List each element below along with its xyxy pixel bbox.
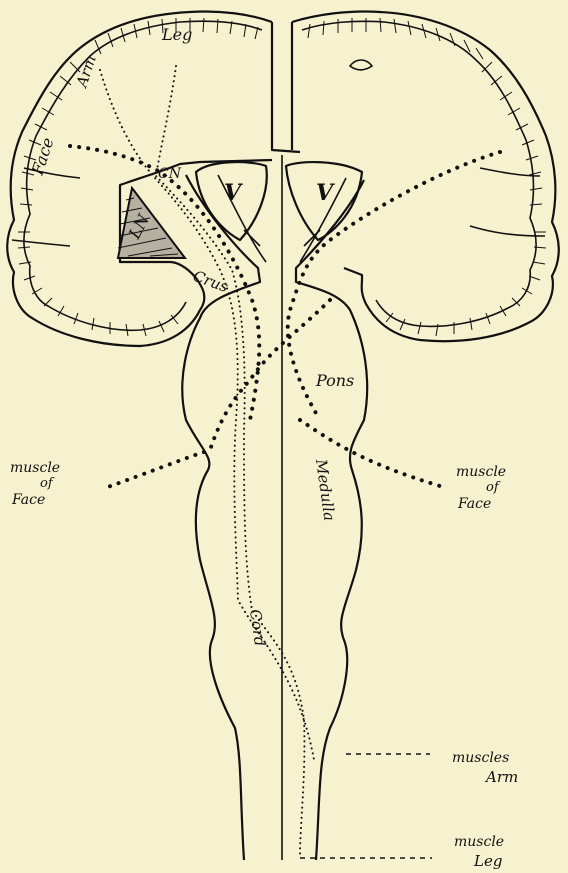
label-crus: Crus xyxy=(191,267,231,296)
label-muscle-face-right-3: Face xyxy=(457,496,491,512)
label-muscle-face-right-2: of xyxy=(486,480,501,495)
label-muscle-face-left-1: muscle xyxy=(10,460,60,476)
label-ventricle-right: V xyxy=(316,180,335,206)
right-cortex-inner xyxy=(302,21,536,326)
left-hemisphere xyxy=(7,11,300,346)
label-leg-top: Leg xyxy=(161,25,192,44)
label-pons: Pons xyxy=(315,371,354,390)
label-muscles-arm-1: muscles xyxy=(452,750,509,766)
label-cord: Cord xyxy=(246,608,269,647)
face-muscle-left-line xyxy=(105,452,204,488)
label-cn: CN xyxy=(158,166,182,182)
label-muscle-leg-2: Leg xyxy=(473,852,502,870)
left-fissure xyxy=(12,168,80,246)
label-muscle-face-left-3: Face xyxy=(11,492,45,508)
label-muscle-face-left-2: of xyxy=(40,476,55,491)
label-muscle-face-right-1: muscle xyxy=(456,464,506,480)
label-medulla: Medulla xyxy=(312,457,339,522)
label-muscles-arm-2: Arm xyxy=(484,768,518,786)
cortex-mark xyxy=(350,60,372,70)
label-ventricle-left: V xyxy=(224,180,243,206)
label-arm-top: Arm xyxy=(72,53,100,91)
label-muscle-leg-1: muscle xyxy=(454,834,504,850)
right-hemisphere xyxy=(292,11,559,341)
face-decussation xyxy=(210,300,330,450)
